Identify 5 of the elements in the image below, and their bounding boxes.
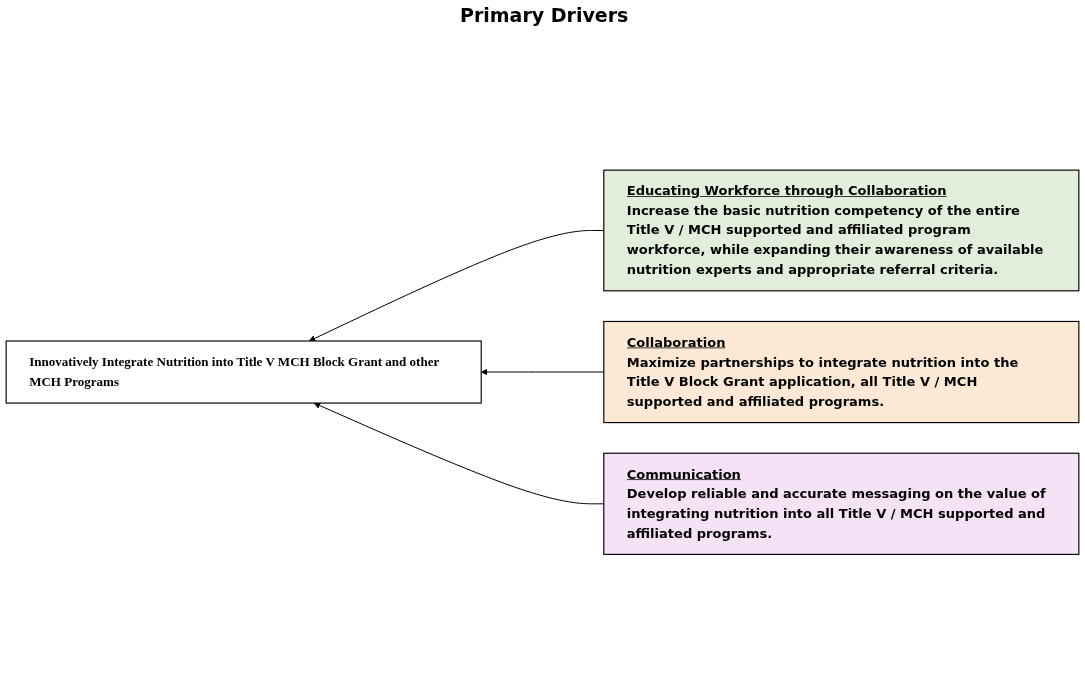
column-heading: Primary Drivers: [460, 4, 629, 26]
node-box: Collaboration Maximize partnerships to integrate nutrition into the Title V Block Grant application, all Title V / MCH supported and affiliated programs.: [603, 320, 1080, 423]
node-box: Communication Develop reliable and accurate messaging on the value of integrating nutrition into all Title V / MCH supported and affiliated programs.: [603, 452, 1080, 555]
node-box: Innovatively Integrate Nutrition into Title V MCH Block Grant and other MCH Programs: [5, 340, 482, 404]
node-box: Educating Workforce through Collaboration Increase the basic nutrition competency of the entire Title V / MCH supported and affiliated program workforce, while expanding their awareness of available nutrition experts and appropriate referral criteria.: [603, 169, 1080, 292]
